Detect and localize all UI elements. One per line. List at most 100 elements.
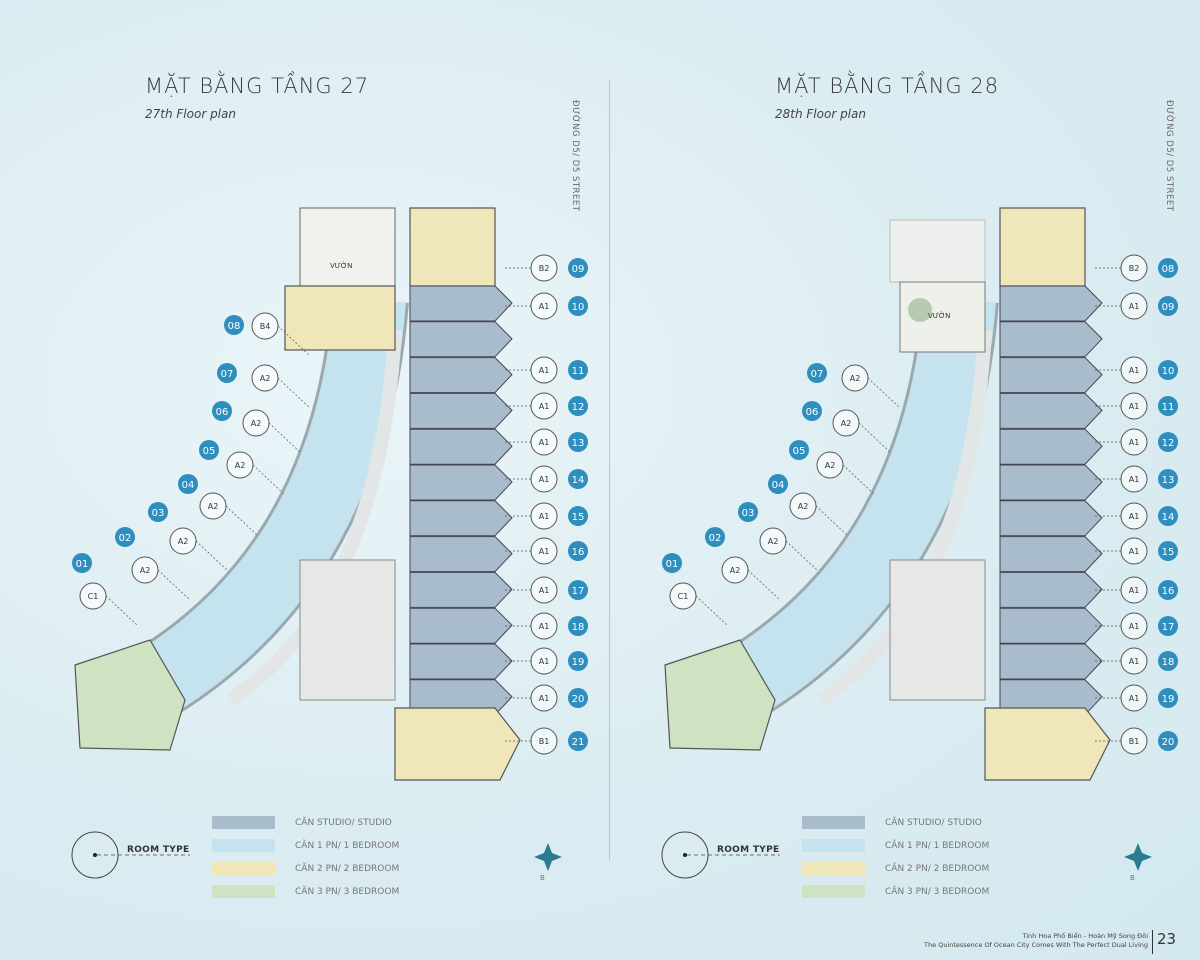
room-type-label: A1 — [1129, 438, 1140, 447]
swatch-3-bedroom — [802, 885, 865, 898]
room-type-label: A1 — [1129, 402, 1140, 411]
unit-number: 14 — [572, 475, 585, 486]
garden-label: VƯỜN — [928, 311, 950, 320]
unit-number: 20 — [1162, 737, 1175, 748]
room-type-label: C1 — [678, 592, 689, 601]
unit-number-badge — [1158, 258, 1178, 278]
unit-number: 03 — [152, 508, 165, 519]
unit-studio — [999, 392, 1103, 429]
unit-number-badge — [802, 401, 822, 421]
unit-number: 16 — [1162, 586, 1175, 597]
room-type-label: B1 — [1129, 737, 1140, 746]
unit-number-badge — [72, 553, 92, 573]
room-type-label: C1 — [88, 592, 99, 601]
unit-number: 20 — [572, 694, 585, 705]
leader-line — [747, 569, 781, 601]
leader-line — [815, 505, 849, 537]
swatch-2-bedroom — [802, 862, 865, 875]
leader-line — [842, 464, 876, 496]
unit-number-badge — [1158, 360, 1178, 380]
unit-number-badge — [705, 527, 725, 547]
unit-number: 07 — [811, 369, 824, 380]
unit-number-badge — [568, 651, 588, 671]
leader-line — [867, 377, 901, 409]
unit-number: 04 — [182, 480, 195, 491]
unit-number: 17 — [572, 586, 585, 597]
room-type-label: A1 — [1129, 475, 1140, 484]
floor28-subtitle: 28th Floor plan — [775, 107, 866, 121]
leader-line — [252, 464, 286, 496]
room-type-label: B2 — [1129, 264, 1140, 273]
unit-number: 13 — [1162, 475, 1175, 486]
footer-tagline: Tinh Hoa Phố Biển - Hoàn Mỹ Song Đôi The… — [924, 932, 1148, 950]
unit-number-badge — [1158, 688, 1178, 708]
unit-number-badge — [1158, 651, 1178, 671]
swatch-2-bedroom — [212, 862, 275, 875]
swatch-studio — [802, 816, 865, 829]
unit-number: 06 — [216, 407, 229, 418]
core-area — [299, 559, 396, 701]
leader-line — [858, 422, 892, 454]
unit-number-badge — [768, 474, 788, 494]
leader-line — [157, 569, 191, 601]
unit-studio — [409, 428, 513, 465]
legend-studio: CĂN STUDIO/ STUDIO — [295, 817, 392, 828]
unit-number-badge — [568, 258, 588, 278]
unit-number: 02 — [709, 533, 722, 544]
room-type-label: A2 — [235, 461, 246, 470]
unit-number-badge — [1158, 580, 1178, 600]
unit-number-badge — [568, 360, 588, 380]
unit-number-badge — [568, 296, 588, 316]
unit-number: 01 — [666, 559, 679, 570]
room-type-label: A1 — [1129, 366, 1140, 375]
unit-studio — [999, 285, 1103, 322]
unit-number: 16 — [572, 547, 585, 558]
leader-line — [225, 505, 259, 537]
unit-number: 12 — [1162, 438, 1175, 449]
unit-number-badge — [224, 315, 244, 335]
room-type-label: A1 — [539, 586, 550, 595]
unit-studio — [999, 357, 1103, 394]
swatch-3-bedroom — [212, 885, 275, 898]
unit-number: 04 — [772, 480, 785, 491]
room-type-label: A2 — [178, 537, 189, 546]
leader-line — [695, 595, 729, 627]
footer-line-vi: Tinh Hoa Phố Biển - Hoàn Mỹ Song Đôi — [1022, 932, 1148, 940]
unit-number: 01 — [76, 559, 89, 570]
room-type-label: A1 — [539, 547, 550, 556]
room-type-label: A1 — [1129, 302, 1140, 311]
room-type-label: B1 — [539, 737, 550, 746]
unit-studio — [999, 643, 1103, 680]
unit-number-badge — [1158, 469, 1178, 489]
unit-number: 19 — [572, 657, 585, 668]
room-type-label: A1 — [539, 402, 550, 411]
unit-number: 06 — [806, 407, 819, 418]
floor28-street-label: ĐƯỜNG D5/ D5 STREET — [1164, 100, 1174, 212]
unit-2-bedroom-top — [409, 207, 496, 287]
unit-number: 09 — [1162, 302, 1175, 313]
unit-number-badge — [212, 401, 232, 421]
corridor — [226, 329, 402, 706]
wing-1-bedroom-units — [140, 297, 406, 711]
compass-letter: B — [1130, 874, 1135, 882]
unit-number: 09 — [572, 264, 585, 275]
room-type-label: A1 — [1129, 694, 1140, 703]
unit-number-badge — [178, 474, 198, 494]
unit-number: 12 — [572, 402, 585, 413]
unit-number: 21 — [572, 737, 585, 748]
swatch-1-bedroom — [802, 839, 865, 852]
unit-2-bedroom-top — [999, 207, 1086, 287]
unit-number-badge — [738, 502, 758, 522]
unit-number-badge — [199, 440, 219, 460]
legend-28: CĂN STUDIO/ STUDIO CĂN 1 PN/ 1 BEDROOM C… — [802, 811, 989, 903]
wing-1-bedroom-units — [730, 297, 996, 711]
swatch-1-bedroom — [212, 839, 275, 852]
leader-line — [785, 540, 819, 572]
unit-studio — [409, 464, 513, 501]
unit-number: 05 — [203, 446, 216, 457]
room-type-label: A1 — [1129, 512, 1140, 521]
unit-studio — [409, 536, 513, 573]
unit-studio — [999, 428, 1103, 465]
unit-studio — [999, 536, 1103, 573]
